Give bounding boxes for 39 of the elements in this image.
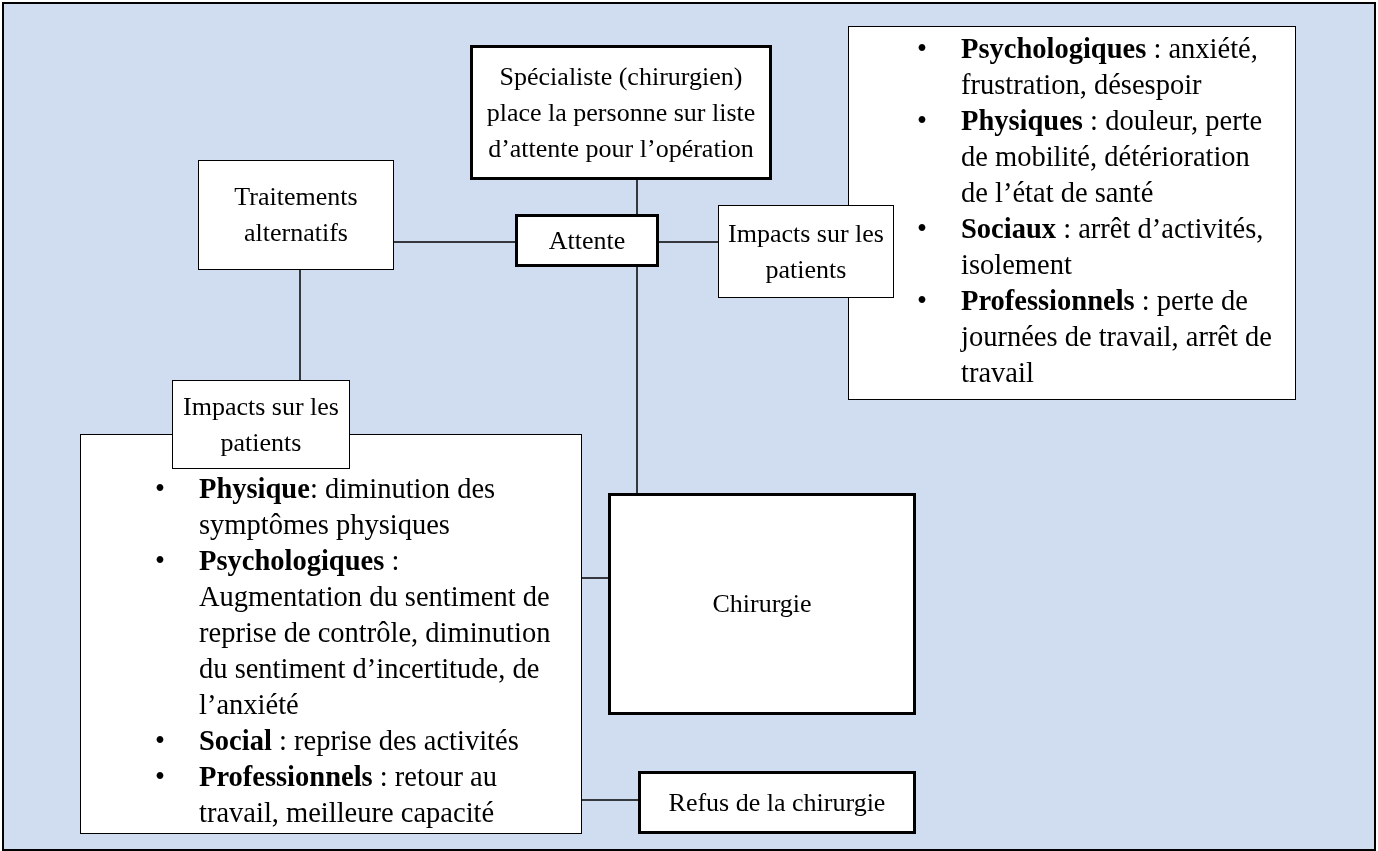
process-box bbox=[198, 160, 394, 270]
process-box bbox=[638, 771, 916, 834]
process-box bbox=[718, 205, 894, 298]
bullet-item: Social : reprise des activités bbox=[199, 724, 519, 758]
bullet-item: Professionnels : perte de journées de travail, arrêt de travail bbox=[961, 284, 1273, 390]
box-text: Chirurgie bbox=[711, 588, 813, 620]
bullet-item: Sociaux : arrêt d’activités, isolement bbox=[961, 212, 1265, 282]
bullet-marker: • bbox=[917, 212, 928, 246]
process-box bbox=[172, 380, 350, 469]
connector-line bbox=[299, 269, 301, 381]
connector-line bbox=[636, 266, 638, 494]
connector-line bbox=[581, 799, 639, 801]
process-box bbox=[608, 493, 916, 715]
connector-line bbox=[581, 577, 609, 579]
bullet-item: Professionnels : retour au travail, meilleure capacité bbox=[199, 760, 498, 830]
bullet-marker: • bbox=[155, 760, 166, 794]
bullet-marker: • bbox=[155, 472, 166, 506]
box-text: Attente bbox=[547, 224, 627, 257]
connector-line bbox=[393, 241, 516, 243]
box-text: Refus de la chirurgie bbox=[667, 786, 887, 819]
process-box bbox=[470, 45, 772, 180]
box-text: Spécialiste (chirurgien) place la personne sur liste d’attente pour l’opération bbox=[485, 60, 757, 165]
bullet-marker: • bbox=[917, 104, 928, 138]
bullet-item: Psychologiques : Augmentation du sentiment de reprise de contrôle, diminution du sentiment d’incertitude, de l’anxiété bbox=[199, 544, 552, 722]
bullet-item: Physiques : douleur, perte de mobilité, détérioration de l’état de santé bbox=[961, 104, 1264, 210]
bullet-item: Physique: diminution des symptômes physiques bbox=[199, 472, 497, 542]
connector-line bbox=[658, 241, 719, 243]
bullet-marker: • bbox=[155, 724, 166, 758]
box-text: Traitements alternatifs bbox=[233, 181, 359, 249]
bullet-marker: • bbox=[155, 544, 166, 578]
box-text: Impacts sur les patients bbox=[727, 217, 885, 286]
text-box bbox=[848, 26, 1296, 400]
bullet-marker: • bbox=[917, 284, 928, 318]
bullet-marker: • bbox=[917, 32, 928, 66]
box-text: Impacts sur les patients bbox=[182, 390, 340, 459]
connector-line bbox=[636, 179, 638, 215]
process-box bbox=[515, 214, 659, 267]
bullet-item: Psychologiques : anxiété, frustration, désespoir bbox=[961, 32, 1259, 102]
text-box bbox=[80, 434, 582, 834]
